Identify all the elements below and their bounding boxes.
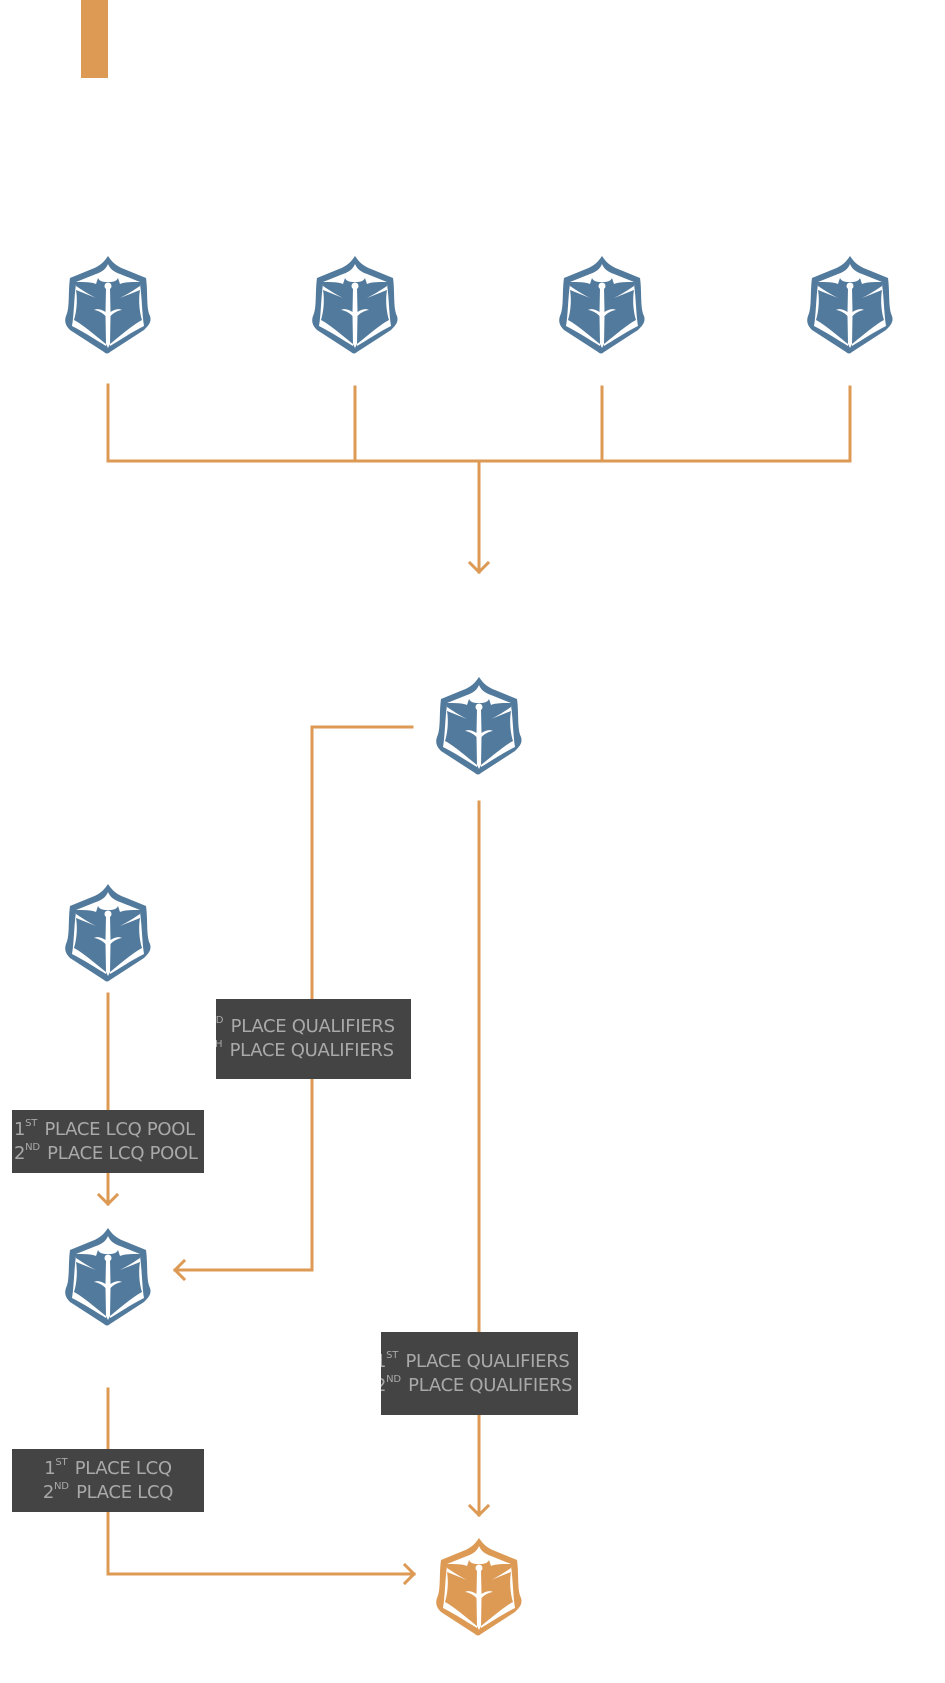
shield-sword-icon: [804, 252, 896, 356]
accent-bar: [81, 0, 108, 78]
arrow-head-main: [467, 560, 491, 575]
shield-sword-icon: [556, 252, 648, 356]
arrow-head-lcq-top: [96, 1192, 120, 1207]
label-lcq: 1ST PLACE LCQ 2ND PLACE LCQ: [12, 1449, 204, 1512]
connector-main-to-lcq: [173, 725, 414, 1272]
label-line: 1ST PLACE LCQ: [44, 1456, 172, 1479]
shield-sword-icon: [62, 880, 154, 984]
label-line: 2ND PLACE LCQ POOL: [14, 1141, 198, 1164]
shield-sword-icon: [309, 252, 401, 356]
arrow-head-lcq-side: [172, 1258, 187, 1282]
label-lcq-pool: 1ST PLACE LCQ POOL 2ND PLACE LCQ POOL: [12, 1110, 204, 1173]
arrow-head-final-side: [402, 1562, 417, 1586]
label-line: 3RD PLACE QUALIFIERS: [216, 1015, 395, 1038]
shield-sword-icon: [62, 252, 154, 356]
shield-sword-icon: [62, 1224, 154, 1328]
label-line: 1ST PLACE QUALIFIERS: [381, 1349, 570, 1372]
label-line: 1ST PLACE LCQ POOL: [14, 1117, 195, 1140]
shield-sword-icon-final: [433, 1534, 525, 1638]
arrow-head-final-top: [467, 1503, 491, 1518]
label-first-second-qualifiers: 1ST PLACE QUALIFIERS 2ND PLACE QUALIFIER…: [381, 1332, 578, 1415]
label-line: 2ND PLACE LCQ: [42, 1480, 174, 1503]
label-line: 2ND PLACE QUALIFIERS: [381, 1373, 573, 1396]
label-line: 4TH PLACE QUALIFIERS: [216, 1039, 394, 1062]
label-third-fourth-qualifiers: 3RD PLACE QUALIFIERS 4TH PLACE QUALIFIER…: [216, 999, 411, 1079]
shield-sword-icon: [433, 673, 525, 777]
